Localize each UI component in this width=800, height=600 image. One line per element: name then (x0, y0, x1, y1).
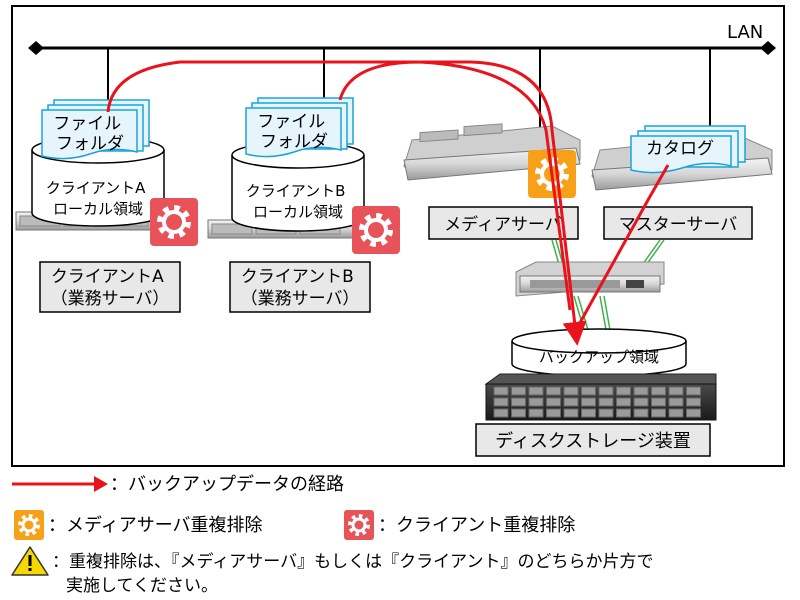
client-a-folder-line2: フォルダ (56, 134, 124, 154)
disk-bay (581, 397, 596, 407)
disk-bay (651, 397, 666, 407)
note-line2: 実施してください。 (66, 576, 218, 596)
disk-storage-label: ディスクストレージ装置 (495, 431, 691, 452)
client-b-label-line1: クライアントB (241, 267, 354, 287)
client-b-storage-line1: クライアントB (246, 182, 346, 200)
disk-bay (598, 408, 614, 418)
client-a-dedup-gear-icon (150, 198, 198, 246)
svg-text:クライアントA （業務サーバ）: クライアントA （業務サーバ） (51, 267, 170, 309)
disk-bay (493, 397, 509, 407)
disk-bay (668, 408, 684, 418)
legend-route-label: ：バックアップデータの経路 (110, 474, 344, 495)
client-b-folder-icon (245, 97, 354, 158)
disk-bay (633, 408, 649, 418)
disk-bay (528, 397, 544, 407)
disk-bay (598, 397, 614, 407)
client-b-dedup-gear-icon (352, 206, 400, 254)
disk-bay (511, 397, 526, 407)
disk-bay (616, 397, 631, 407)
client-b-storage-line2: ローカル領域 (253, 203, 343, 221)
master-server-label: マスターサーバ (619, 215, 738, 235)
client-b-label-box (229, 261, 371, 313)
client-a-label-line1: クライアントA (51, 267, 164, 287)
svg-text:ファイル フォルダ: ファイル フォルダ (53, 114, 126, 154)
fc-switch (515, 261, 665, 297)
svg-text:：重複排除は、『メディアサーバ』もしくは『クライアント』のど: ：重複排除は、『メディアサーバ』もしくは『クライアント』のどちらか片方で 実施し… (52, 551, 659, 596)
disk-bay (511, 386, 526, 396)
client-a-folder-line1: ファイル (53, 114, 121, 134)
disk-bay (581, 386, 596, 396)
disk-bay (686, 408, 701, 418)
client-b-group: クライアントB ローカル領域 ファイル フォルダ クライアントB （業務サーバ） (207, 97, 400, 313)
client-a-label-line2: （業務サーバ） (51, 289, 170, 309)
svg-text:クライアントB （業務サーバ）: クライアントB （業務サーバ） (241, 267, 360, 309)
disk-bay (651, 386, 666, 396)
disk-bay (546, 408, 561, 418)
disk-bay (493, 386, 509, 396)
master-server-group: カタログ マスターサーバ (591, 125, 773, 240)
backup-area-storage (511, 328, 687, 377)
disk-bay (668, 397, 684, 407)
legend-client-dedup-gear-icon (344, 510, 374, 540)
client-a-label-box (39, 261, 181, 313)
disk-bays (493, 386, 701, 418)
media-server-label: メディアサーバ (444, 214, 562, 235)
backup-routes (106, 60, 670, 346)
disk-bay (686, 386, 701, 396)
disk-bay (528, 408, 544, 418)
disk-storage-label-box (475, 423, 711, 457)
disk-bay (633, 386, 649, 396)
disk-bay (651, 408, 666, 418)
media-server-label-box (428, 206, 579, 240)
legend-media-dedup-gear-icon (14, 510, 44, 540)
client-b-label-line2: （業務サーバ） (241, 289, 360, 309)
legend-media-dedup-label: ：メディアサーバ重複排除 (48, 515, 263, 536)
client-b-folder-line1: ファイル (257, 112, 325, 132)
disk-bay (493, 408, 509, 418)
catalog-icon (630, 125, 746, 174)
catalog-label: カタログ (646, 139, 714, 159)
disk-bay (563, 386, 579, 396)
disk-bay (686, 397, 701, 407)
legend-client-dedup-label: ：クライアント重複排除 (378, 515, 575, 536)
disk-bay (546, 397, 561, 407)
route-client-b (338, 60, 572, 311)
disk-bay (633, 397, 649, 407)
disk-bay (511, 408, 526, 418)
disk-bay (616, 408, 631, 418)
client-a-storage-line1: クライアントA (46, 179, 146, 197)
disk-storage-device (484, 373, 717, 421)
client-a-group: クライアントA ローカル領域 ファイル フォルダ クライアントA （業務サーバ） (15, 99, 198, 313)
legend-route-arrow-icon (12, 476, 108, 492)
disk-bay (563, 408, 579, 418)
svg-text:クライアントB ローカル領域: クライアントB ローカル領域 (246, 182, 350, 221)
client-b-folder-line2: フォルダ (260, 132, 328, 152)
svg-text:ファイル フォルダ: ファイル フォルダ (257, 112, 330, 152)
client-a-storage-line2: ローカル領域 (53, 200, 143, 218)
disk-bay (598, 386, 614, 396)
client-a-folder-icon (41, 99, 150, 160)
route-catalog (574, 164, 670, 331)
lan-label: LAN (727, 22, 763, 43)
disk-bay (581, 408, 596, 418)
warning-icon (11, 546, 49, 576)
disk-bay (546, 386, 561, 396)
note-line1: ：重複排除は、『メディアサーバ』もしくは『クライアント』のどちらか片方で (52, 551, 653, 572)
disk-bay (616, 386, 631, 396)
disk-bay (528, 386, 544, 396)
backup-area-label: バックアップ領域 (539, 348, 659, 366)
disk-bay (563, 397, 579, 407)
route-client-a (106, 60, 587, 346)
svg-text:クライアントA ローカル領域: クライアントA ローカル領域 (46, 179, 150, 218)
disk-bay (668, 386, 684, 396)
